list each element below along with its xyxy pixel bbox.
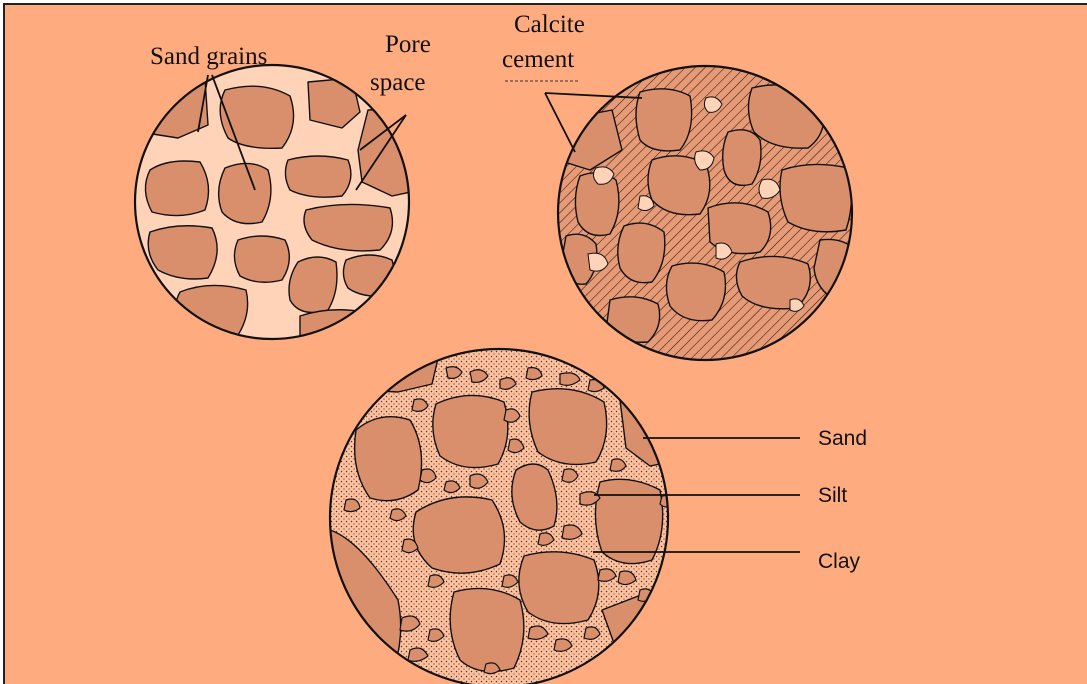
diagram-frame: Sand grains Pore space Calcite cement Sa…	[3, 3, 1087, 684]
label-sand: Sand	[818, 427, 867, 450]
label-pore-line1: Pore	[385, 31, 431, 58]
label-clay: Clay	[818, 550, 861, 573]
label-silt: Silt	[818, 484, 847, 507]
label-pore-line2: space	[370, 69, 426, 96]
sand-silt-clay-circle	[330, 349, 680, 684]
sediment-diagram: Sand grains Pore space Calcite cement Sa…	[3, 3, 1087, 684]
calcite-cemented-circle	[558, 66, 862, 360]
label-calcite-line2: cement	[502, 46, 574, 73]
label-sand-grains: Sand grains	[150, 43, 267, 70]
porous-sand-circle	[135, 65, 420, 346]
label-calcite-line1: Calcite	[514, 11, 585, 38]
